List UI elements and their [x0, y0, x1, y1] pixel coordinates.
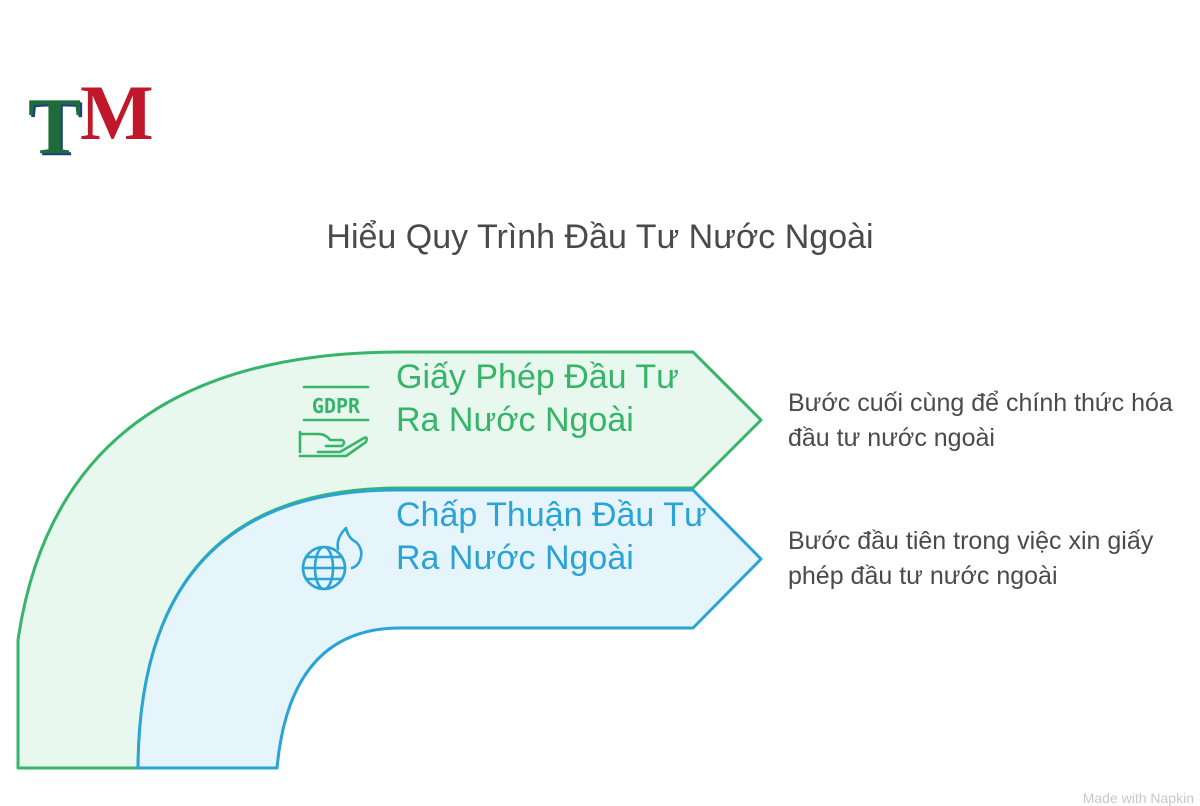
stage-band-approval — [136, 488, 763, 770]
gdpr-hand-icon: GDPR — [298, 385, 370, 458]
stage-description-license: Bước cuối cùng để chính thức hóa đầu tư … — [788, 389, 1173, 452]
stage-label-approval: Chấp Thuận Đầu Tư Ra Nước Ngoài — [396, 496, 707, 577]
diagram-title: Hiểu Quy Trình Đầu Tư Nước Ngoài — [326, 218, 874, 256]
stage-description-approval: Bước đầu tiên trong việc xin giấy phép đ… — [788, 527, 1154, 590]
logo-letter-m: M — [80, 69, 154, 156]
tm-logo: M T — [28, 69, 154, 171]
watermark: Made with Napkin — [1082, 790, 1194, 806]
stage-label-license: Giấy Phép Đầu Tư Ra Nước Ngoài — [396, 358, 679, 439]
logo-letter-t: T — [28, 83, 82, 171]
globe-fire-icon — [301, 526, 363, 591]
gdpr-icon-text: GDPR — [312, 394, 361, 418]
